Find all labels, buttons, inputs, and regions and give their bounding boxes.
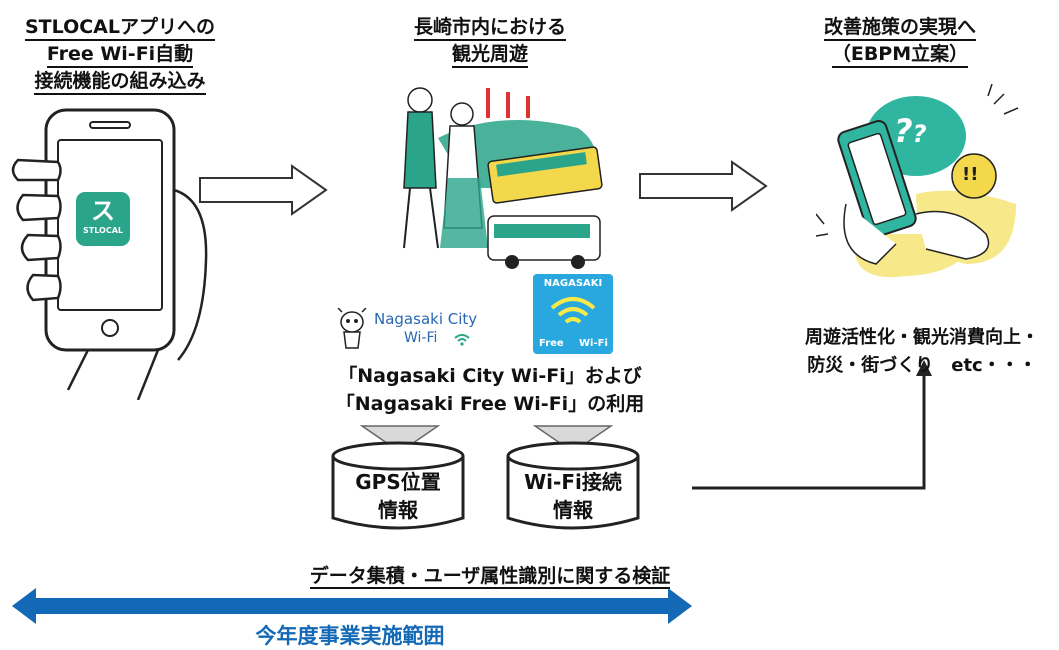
smartphone-illustration [8,100,238,400]
middle-title: 長崎市内における 観光周遊 [380,14,600,68]
right-title: 改善施策の実現へ （EBPM立案） [800,14,1000,68]
result-text: 周遊活性化・観光消費向上・ 防災・街づくり etc・・・ [786,324,1058,380]
result-line1: 周遊活性化・観光消費向上・ [805,327,1039,348]
tourism-illustration [378,78,618,278]
db1-line2: 情報 [378,498,418,522]
left-title-line1: STLOCALアプリへの [25,15,215,41]
question-mark-text: ?? [894,112,927,150]
right-title-line1: 改善施策の実現へ [823,15,976,41]
connector-arrow [690,358,940,498]
usage-line1: 「Nagasaki City Wi-Fi」および [338,365,642,387]
database-wifi [505,440,641,536]
scope-label: 今年度事業実施範囲 [255,624,445,648]
middle-title-line1: 長崎市内における [413,15,566,41]
wifi-usage-text: 「Nagasaki City Wi-Fi」および 「Nagasaki Free … [300,362,680,418]
scope-double-arrow [10,586,694,626]
right-title-line2: （EBPM立案） [831,42,969,68]
logo-free-top: NAGASAKI [543,278,603,289]
logo-free-bottom-right: Wi-Fi [579,338,608,349]
logo-city-line1: Nagasaki City [374,310,478,328]
db2-line1: Wi-Fi接続 [524,470,622,494]
database-gps [330,440,466,536]
stlocal-app-label: STLOCAL [83,226,123,235]
mascot-icon [337,308,367,349]
down-arrow-1 [360,424,440,454]
wifi-icon [454,334,470,346]
logo-city-line2: Wi-Fi [404,330,438,346]
usage-line2: 「Nagasaki Free Wi-Fi」の利用 [335,393,645,415]
ebpm-illustration: ?? !! [816,84,1036,294]
nagasaki-free-wifi-logo: NAGASAKI Free Wi-Fi [533,274,613,354]
verification-label: データ集積・ユーザ属性識別に関する検証 [309,565,671,589]
db2-line2: 情報 [553,498,593,522]
left-title: STLOCALアプリへの Free Wi-Fi自動 接続機能の組み込み [0,14,240,95]
logo-free-bottom-left: Free [539,338,564,349]
middle-title-line2: 観光周遊 [451,42,528,68]
flow-arrow-2 [638,160,770,212]
wifi-signal-icon [550,297,596,324]
database-gps-label: GPS位置 情報 [330,468,466,524]
flow-arrow-1 [198,164,330,216]
stlocal-app-icon[interactable]: ス STLOCAL [76,192,130,246]
left-title-line2: Free Wi-Fi自動 [46,42,194,68]
stlocal-logo-icon: ス [91,197,115,225]
result-line2: 防災・街づくり etc・・・ [807,355,1037,376]
down-arrow-2 [533,424,613,454]
database-wifi-label: Wi-Fi接続 情報 [505,468,641,524]
db1-line1: GPS位置 [355,470,441,494]
left-title-line3: 接続機能の組み込み [34,69,206,95]
nagasaki-city-wifi-logo: Nagasaki City Wi-Fi [334,308,494,354]
exclamation-text: !! [962,164,979,185]
